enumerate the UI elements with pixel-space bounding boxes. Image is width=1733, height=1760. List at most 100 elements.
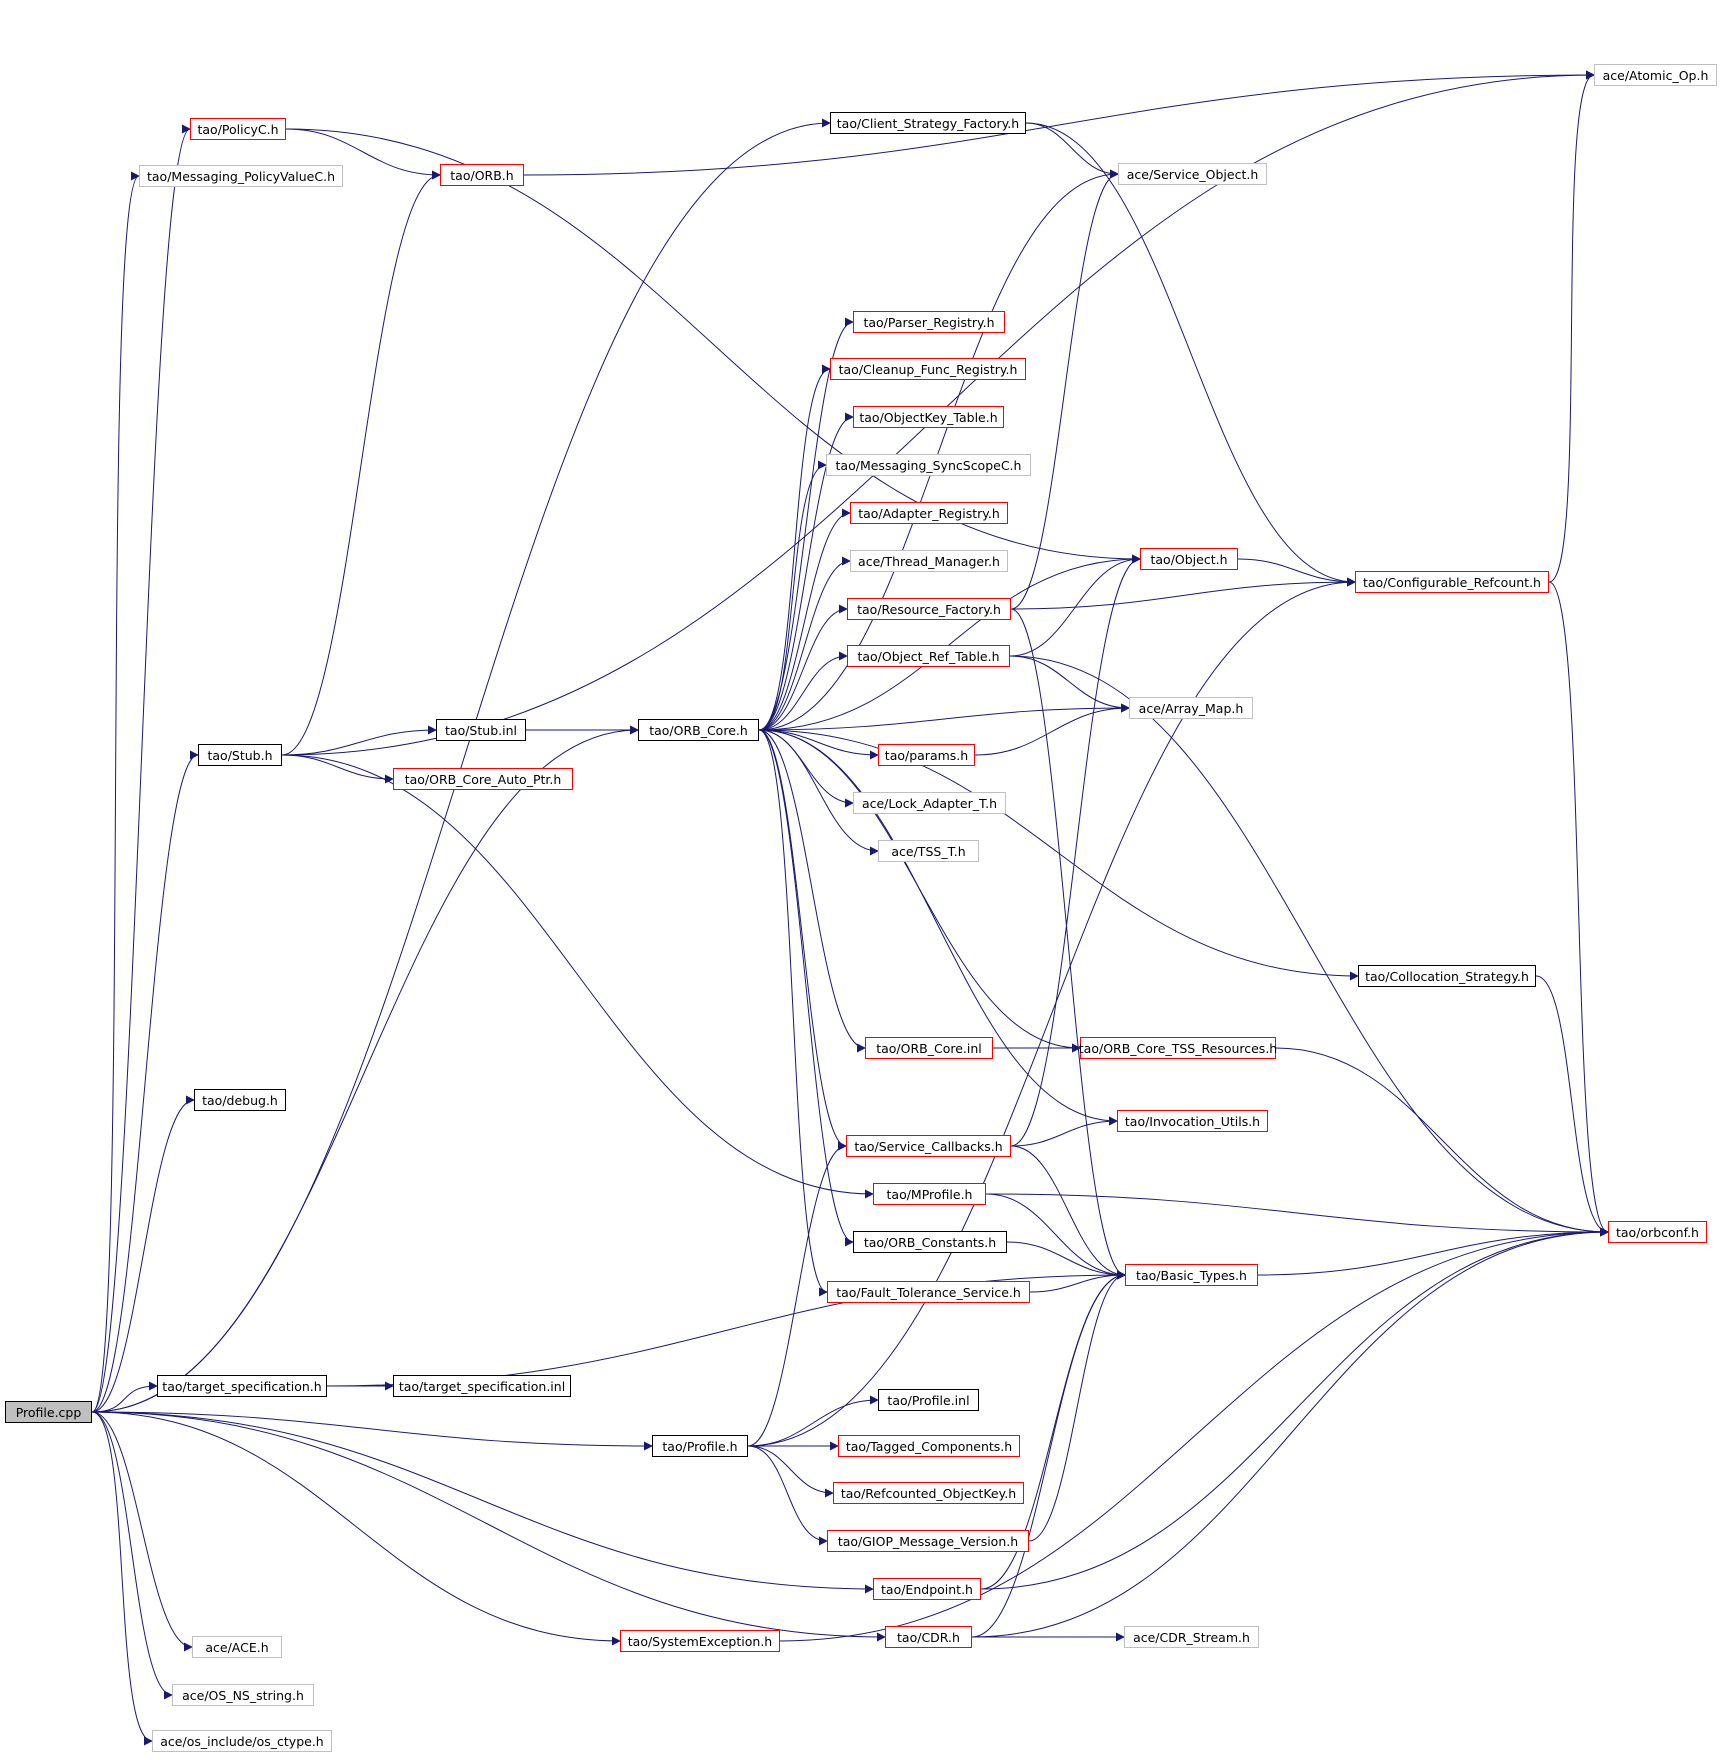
edge-orb_core_h-to-orb_core_inl [758,729,866,1053]
edge-object_ref_table_h-to-object_h [1009,554,1141,657]
edge-orb_core_h-to-params_h [758,729,879,760]
node-orb-core-auto-ptr-h[interactable]: tao/ORB_Core_Auto_Ptr.h [393,768,573,790]
node-messaging-syncscopec-h[interactable]: tao/Messaging_SyncScopeC.h [826,454,1031,476]
node-messaging-policyvaluec-h[interactable]: tao/Messaging_PolicyValueC.h [139,165,343,187]
edge-object_ref_table_h-to-array_map_h [1009,655,1130,713]
edge-orb_constants_h-to-basic_types_h [1006,1241,1126,1280]
node-policyc-h[interactable]: tao/PolicyC.h [190,118,286,140]
edge-orb_h-to-atomic_op_h [523,70,1595,176]
node-resource-factory-h[interactable]: tao/Resource_Factory.h [847,598,1011,620]
edge-profile_cpp-to-systemexception_h [91,1411,621,1646]
edge-profile_cpp-to-messaging_policyvaluec_h [91,171,140,1413]
edge-orb_core_h-to-resource_factory_h [758,604,848,731]
node-profile-inl[interactable]: tao/Profile.inl [878,1389,979,1411]
node-array-map-h[interactable]: ace/Array_Map.h [1129,697,1253,719]
node-adapter-registry-h[interactable]: tao/Adapter_Registry.h [850,502,1008,524]
edge-policyc_h-to-orb_h [285,128,441,180]
edge-profile_h-to-refcounted_objectkey_h [747,1445,834,1498]
node-lock-adapter-t-h[interactable]: ace/Lock_Adapter_T.h [853,792,1006,814]
node-os-ns-string-h[interactable]: ace/OS_NS_string.h [172,1684,314,1706]
edge-orb_core_h-to-cleanup_func_registry_h [758,364,831,731]
edge-profile_cpp-to-profile_h [91,1411,653,1451]
node-fault-tolerance-service-h[interactable]: tao/Fault_Tolerance_Service.h [827,1281,1030,1303]
edge-orb_core_h-to-messaging_syncscopec_h [758,460,827,731]
node-cleanup-func-registry-h[interactable]: tao/Cleanup_Func_Registry.h [830,358,1026,380]
node-cdr-h[interactable]: tao/CDR.h [885,1626,972,1648]
node-object-h[interactable]: tao/Object.h [1140,548,1238,570]
node-stub-inl[interactable]: tao/Stub.inl [436,719,526,741]
node-systemexception-h[interactable]: tao/SystemException.h [620,1630,780,1652]
edge-orb_core_h-to-collocation_strategy_h [758,729,1359,981]
edge-mprofile_h-to-orbconf_h [985,1193,1609,1237]
node-endpoint-h[interactable]: tao/Endpoint.h [873,1578,981,1600]
node-orbconf-h[interactable]: tao/orbconf.h [1608,1221,1707,1243]
node-client-strategy-factory-h[interactable]: tao/Client_Strategy_Factory.h [830,112,1026,134]
edge-resource_factory_h-to-service_object_h [1010,169,1119,610]
edge-client_strategy_factory_h-to-service_object_h [1025,122,1119,179]
edge-fault_tolerance_service_h-to-basic_types_h [1029,1270,1126,1293]
node-orb-core-h[interactable]: tao/ORB_Core.h [638,719,759,741]
node-stub-h[interactable]: tao/Stub.h [198,744,282,766]
node-profile-h[interactable]: tao/Profile.h [652,1435,748,1457]
edge-service_callbacks_h-to-invocation_utils_h [1010,1116,1118,1147]
node-orb-core-inl[interactable]: tao/ORB_Core.inl [865,1037,993,1059]
node-orb-constants-h[interactable]: tao/ORB_Constants.h [853,1231,1007,1253]
edge-stub_h-to-mprofile_h [281,754,874,1199]
edge-systemexception_h-to-orbconf_h [779,1227,1609,1642]
edge-cdr_h-to-orbconf_h [971,1227,1609,1638]
node-thread-manager-h[interactable]: ace/Thread_Manager.h [850,550,1008,572]
edge-profile_cpp-to-os_ctype_h [91,1411,153,1746]
node-target-specification-inl[interactable]: tao/target_specification.inl [393,1375,571,1397]
node-orb-core-tss-resources-h[interactable]: tao/ORB_Core_TSS_Resources.h [1079,1037,1277,1059]
node-tagged-components-h[interactable]: tao/Tagged_Components.h [838,1435,1020,1457]
edge-collocation_strategy_h-to-orbconf_h [1535,975,1609,1237]
edge-profile_cpp-to-debug_h [91,1095,195,1413]
edge-object_h-to-configurable_refcount_h [1237,558,1356,587]
edge-stub_h-to-stub_inl [281,725,437,756]
edge-profile_cpp-to-endpoint_h [91,1411,874,1594]
node-invocation-utils-h[interactable]: tao/Invocation_Utils.h [1117,1110,1268,1132]
edge-orb_core_h-to-object_h [758,554,1141,731]
node-tss-t-h[interactable]: ace/TSS_T.h [878,840,979,862]
edge-orb_core_tss_resources_h-to-orbconf_h [1275,1047,1609,1237]
node-orb-h[interactable]: tao/ORB.h [440,164,524,186]
edge-resource_factory_h-to-configurable_refcount_h [1010,577,1356,610]
node-profile-cpp[interactable]: Profile.cpp [5,1401,92,1423]
node-atomic-op-h[interactable]: ace/Atomic_Op.h [1594,64,1717,86]
edge-orb_core_h-to-fault_tolerance_service_h [758,729,828,1297]
node-debug-h[interactable]: tao/debug.h [194,1089,286,1111]
node-cdr-stream-h[interactable]: ace/CDR_Stream.h [1124,1626,1259,1648]
node-configurable-refcount-h[interactable]: tao/Configurable_Refcount.h [1355,571,1549,593]
edge-profile_cpp-to-stub_h [91,750,199,1413]
edge-profile_h-to-giop_message_version_h [747,1445,828,1546]
edge-resource_factory_h-to-basic_types_h [1010,608,1126,1280]
node-parser-registry-h[interactable]: tao/Parser_Registry.h [853,311,1005,333]
edge-orb_core_h-to-parser_registry_h [758,317,854,731]
node-objectkey-table-h[interactable]: tao/ObjectKey_Table.h [853,406,1004,428]
node-params-h[interactable]: tao/params.h [878,744,975,766]
edge-endpoint_h-to-orbconf_h [980,1227,1609,1590]
node-object-ref-table-h[interactable]: tao/Object_Ref_Table.h [847,645,1010,667]
edge-client_strategy_factory_h-to-configurable_refcount_h [1025,122,1356,587]
edge-basic_types_h-to-orbconf_h [1257,1227,1609,1276]
node-refcounted-objectkey-h[interactable]: tao/Refcounted_ObjectKey.h [833,1482,1024,1504]
edge-profile_cpp-to-orb_core_h [91,725,639,1413]
node-basic-types-h[interactable]: tao/Basic_Types.h [1125,1264,1258,1286]
node-collocation-strategy-h[interactable]: tao/Collocation_Strategy.h [1358,965,1536,987]
node-target-specification-h[interactable]: tao/target_specification.h [157,1375,327,1397]
node-service-object-h[interactable]: ace/Service_Object.h [1118,163,1267,185]
edge-profile_cpp-to-client_strategy_factory_h [91,118,831,1413]
node-os-ctype-h[interactable]: ace/os_include/os_ctype.h [152,1730,332,1752]
edge-orb_core_h-to-adapter_registry_h [758,508,851,731]
edge-configurable_refcount_h-to-orbconf_h [1548,581,1609,1237]
node-mprofile-h[interactable]: tao/MProfile.h [873,1183,986,1205]
edge-cdr_h-to-basic_types_h [971,1270,1126,1638]
node-giop-message-version-h[interactable]: tao/GIOP_Message_Version.h [827,1530,1029,1552]
node-ace-h[interactable]: ace/ACE.h [192,1636,282,1658]
edge-orb_core_h-to-thread_manager_h [758,556,851,731]
edge-configurable_refcount_h-to-atomic_op_h [1548,70,1595,583]
edge-object_ref_table_h-to-orbconf_h [1009,655,1609,1237]
node-service-callbacks-h[interactable]: tao/Service_Callbacks.h [846,1135,1011,1157]
